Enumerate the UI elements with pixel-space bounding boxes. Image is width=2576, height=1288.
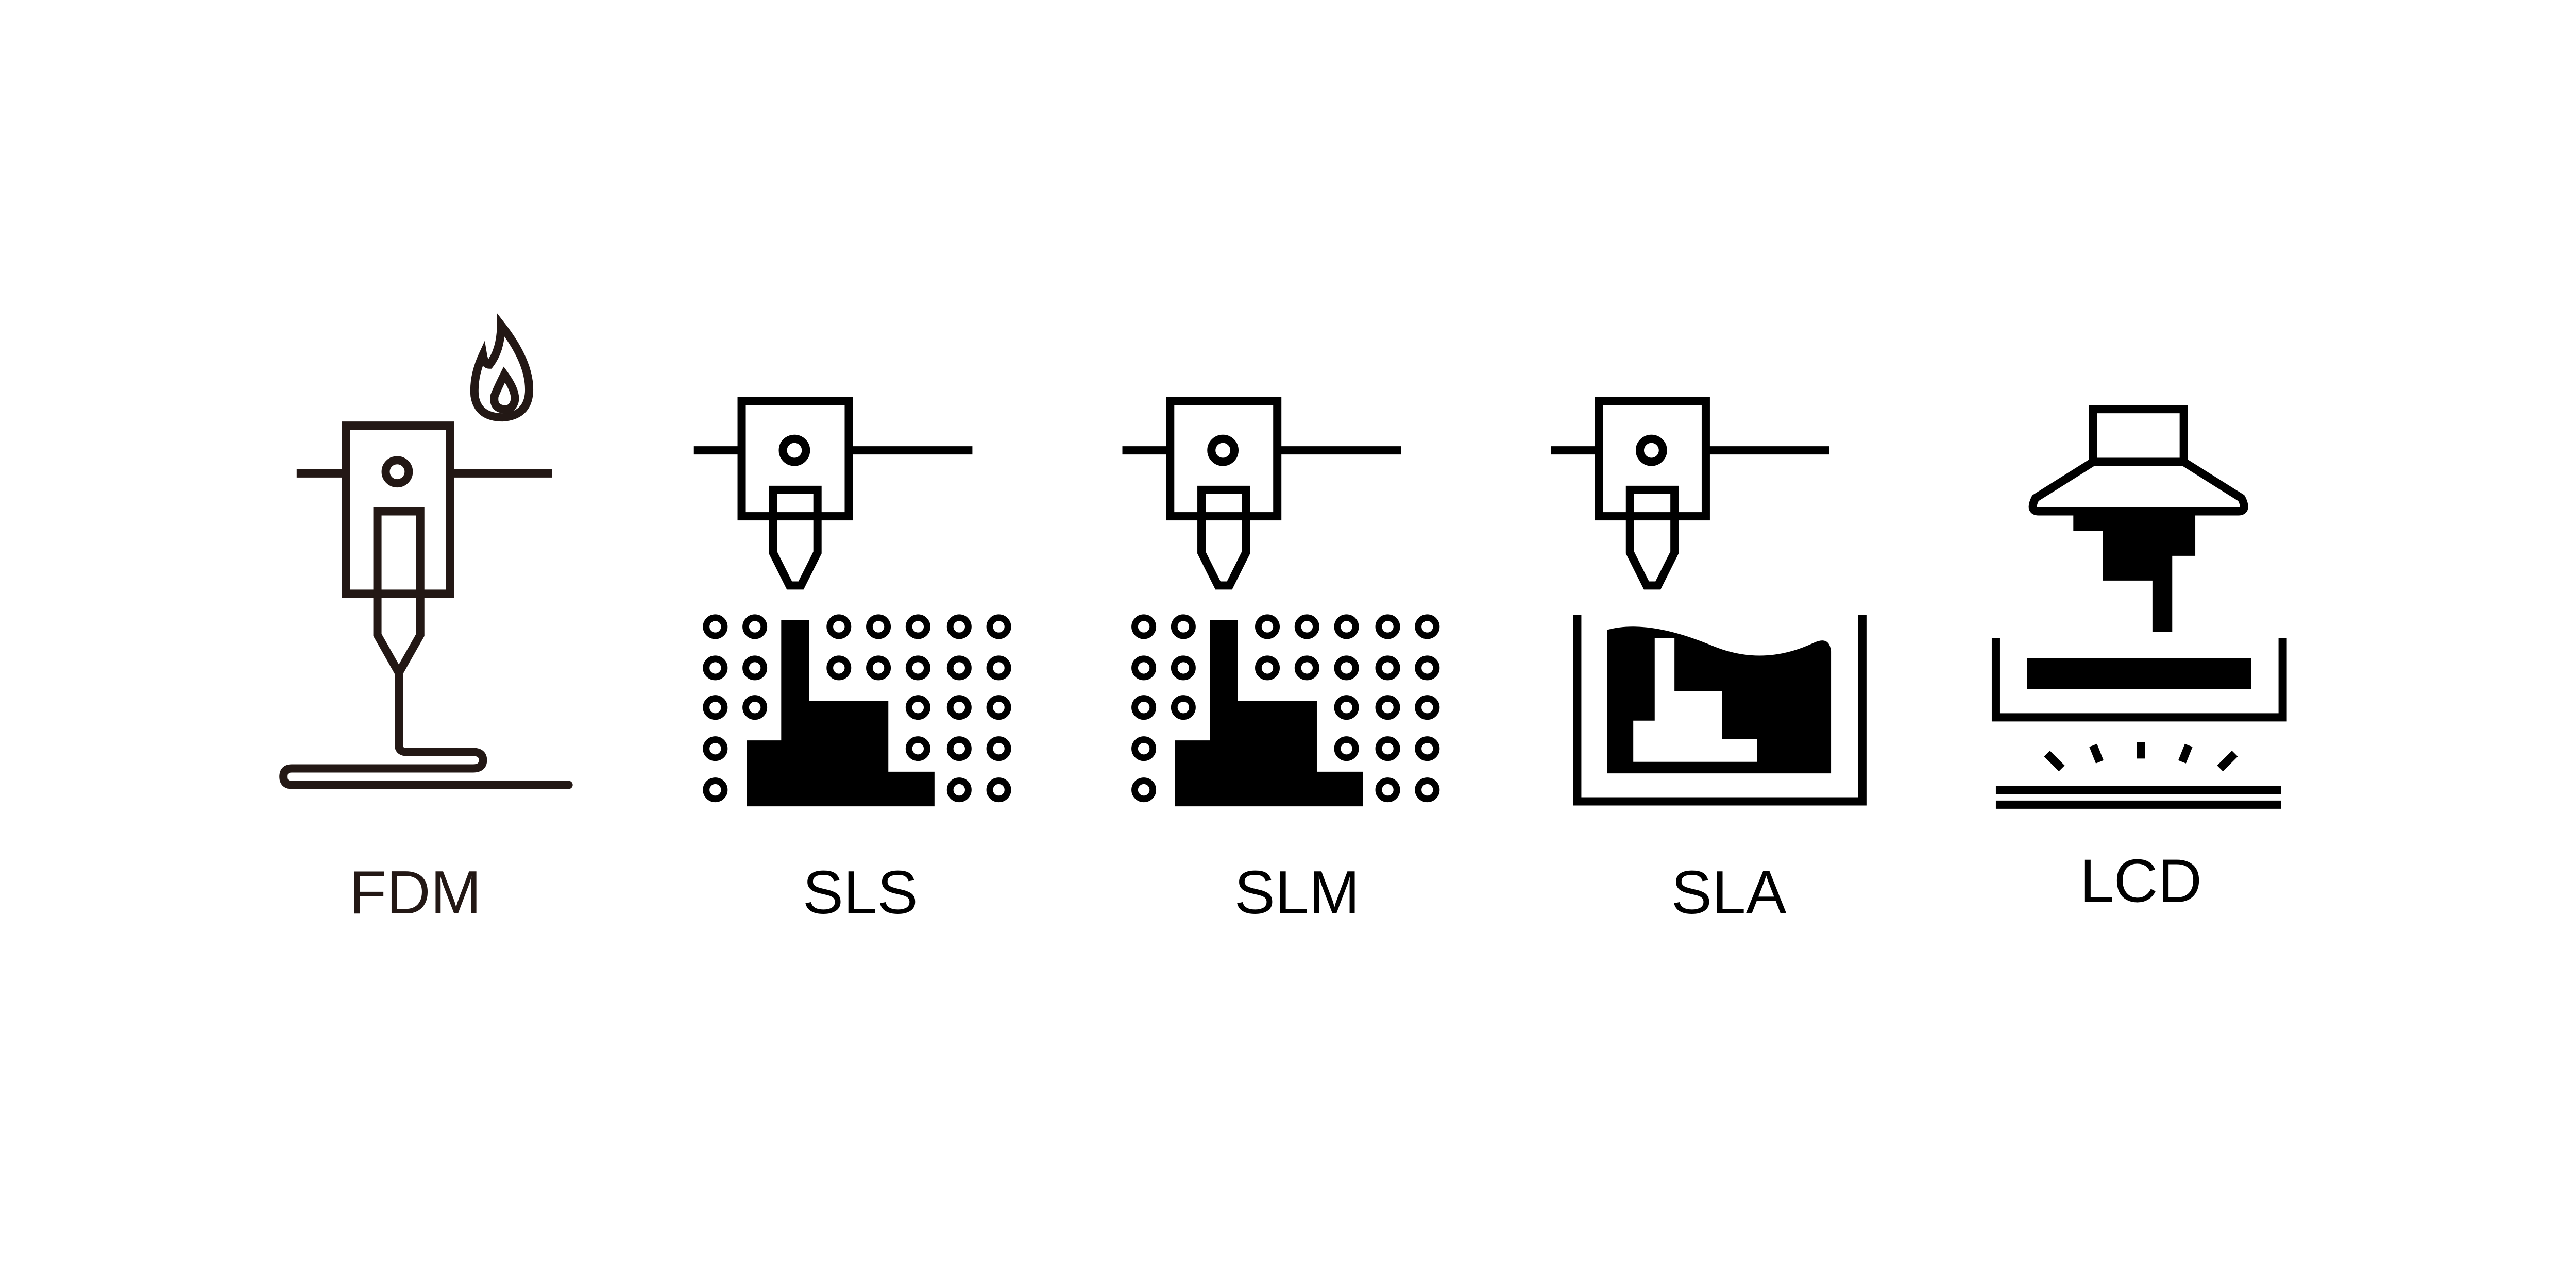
powder-particle (905, 695, 930, 720)
powder-particle (1171, 655, 1196, 681)
label-sla: SLA (1671, 859, 1787, 927)
powder-particle (866, 614, 891, 639)
label-slm: SLM (1234, 859, 1360, 927)
powder-particle (826, 655, 852, 681)
powder-particle (1294, 655, 1319, 681)
powder-particle (1415, 695, 1440, 720)
powder-particle (986, 777, 1011, 803)
powder-particle (1375, 655, 1400, 681)
powder-particle (866, 655, 891, 681)
powder-particle (946, 614, 972, 639)
slm-laser-metal-powder-icon (1122, 397, 1440, 807)
powder-particle (986, 736, 1011, 761)
powder-particle (1131, 614, 1157, 639)
powder-particle (1415, 777, 1440, 803)
powder-particle (703, 655, 728, 681)
powder-particle (1131, 777, 1157, 803)
powder-particle (946, 655, 972, 681)
label-sls: SLS (803, 859, 918, 927)
fdm-extruder-flame-icon (279, 313, 573, 789)
powder-particle (1375, 695, 1400, 720)
powder-particle (1334, 614, 1359, 639)
powder-particle (703, 777, 728, 803)
powder-particle (986, 695, 1011, 720)
powder-particle (905, 655, 930, 681)
powder-particle (1415, 736, 1440, 761)
powder-particle (703, 736, 728, 761)
powder-particle (1375, 614, 1400, 639)
powder-particle (742, 655, 768, 681)
powder-particle (1415, 655, 1440, 681)
powder-particle (1334, 655, 1359, 681)
powder-particle (905, 614, 930, 639)
powder-particle (742, 695, 768, 720)
powder-particle (1131, 736, 1157, 761)
powder-particle (826, 614, 852, 639)
powder-particle (1171, 695, 1196, 720)
powder-particle (1294, 614, 1319, 639)
powder-particle (1334, 695, 1359, 720)
powder-particle (1415, 614, 1440, 639)
powder-particle (986, 655, 1011, 681)
powder-particle (1171, 614, 1196, 639)
powder-particle (1334, 736, 1359, 761)
label-fdm: FDM (349, 859, 481, 927)
powder-particle (946, 695, 972, 720)
powder-particle (905, 736, 930, 761)
powder-particle (1131, 695, 1157, 720)
powder-particle (1255, 614, 1280, 639)
powder-particle (742, 614, 768, 639)
label-lcd: LCD (2080, 848, 2202, 916)
lcd-resin-screen-icon (1991, 405, 2287, 809)
powder-particle (986, 614, 1011, 639)
powder-particle (1375, 736, 1400, 761)
powder-particle (1131, 655, 1157, 681)
powder-particle (703, 695, 728, 720)
sla-resin-vat-icon (1573, 615, 1867, 806)
powder-particle (946, 736, 972, 761)
sls-laser-powder-icon (693, 397, 1011, 807)
powder-particle (1375, 777, 1400, 803)
powder-particle (1255, 655, 1280, 681)
powder-particle (946, 777, 972, 803)
powder-particle (703, 614, 728, 639)
sla-laser-head-icon (1551, 397, 1829, 590)
